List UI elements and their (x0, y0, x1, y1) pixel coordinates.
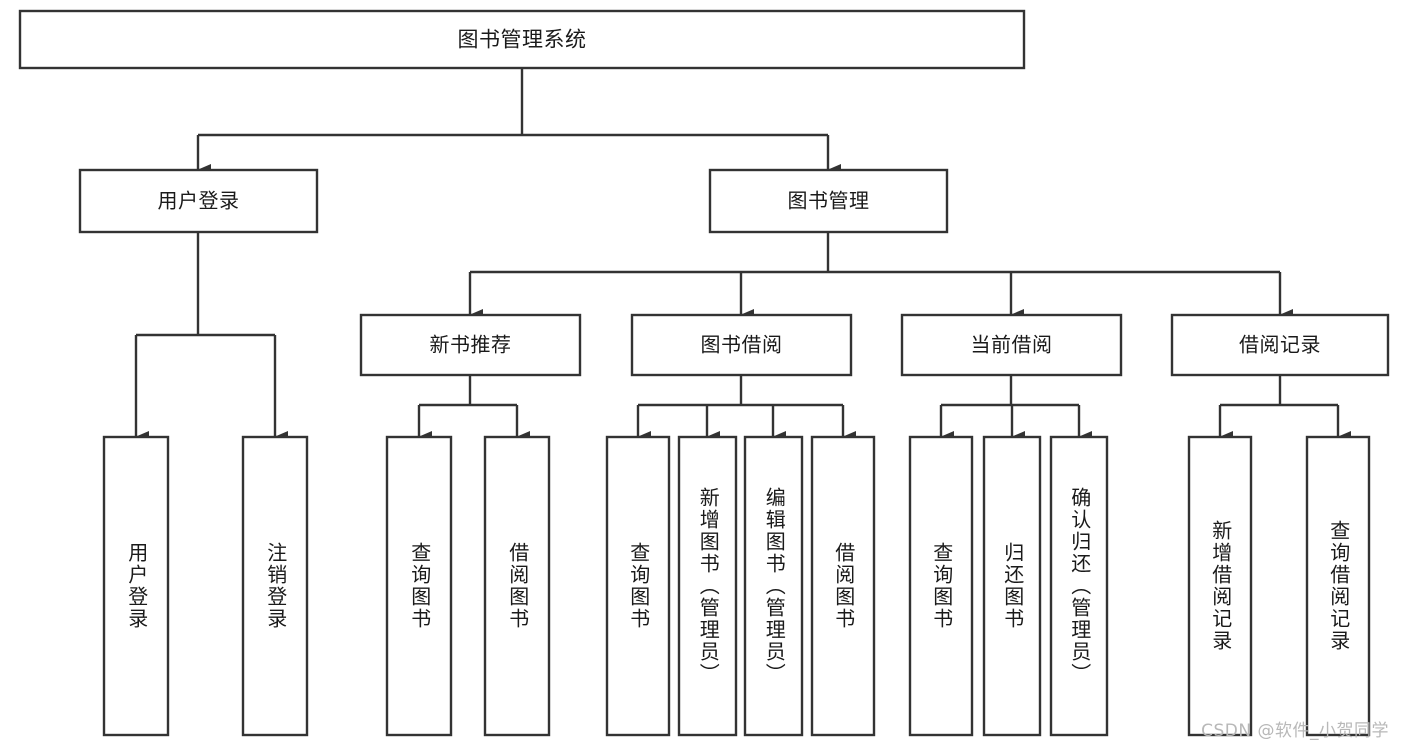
root-node-label: 图书管理系统 (458, 28, 587, 52)
leaf-node-5-box[interactable] (677, 435, 738, 737)
box-layer (18, 9, 1390, 737)
level3-node-3-box[interactable] (1170, 313, 1390, 377)
level3-node-1-box[interactable] (630, 313, 853, 377)
leaf-node-7-box[interactable] (810, 435, 876, 737)
level3-node-2-box[interactable] (900, 313, 1123, 377)
level3-node-3-label: 借阅记录 (1239, 333, 1321, 357)
level2-node-0-label: 用户登录 (158, 189, 240, 213)
connector-layer (134, 68, 1351, 443)
leaf-node-4-box[interactable] (605, 435, 671, 737)
leaf-node-10-box[interactable] (1049, 435, 1109, 737)
level3-node-0-label: 新书推荐 (430, 333, 512, 357)
level2-node-0-box[interactable] (78, 168, 319, 234)
level3-node-1-label: 图书借阅 (701, 333, 783, 357)
leaf-node-2-box[interactable] (385, 435, 453, 737)
leaf-node-11-box[interactable] (1187, 435, 1253, 737)
leaf-node-12-box[interactable] (1305, 435, 1371, 737)
leaf-node-6-box[interactable] (743, 435, 804, 737)
level3-node-2-label: 当前借阅 (971, 333, 1053, 357)
watermark: CSDN @软件_小贺同学 (1201, 721, 1389, 741)
leaf-node-9-box[interactable] (982, 435, 1042, 737)
level2-node-1-box[interactable] (708, 168, 949, 234)
level2-node-1-label: 图书管理 (788, 189, 870, 213)
leaf-node-1-box[interactable] (241, 435, 309, 737)
leaf-node-0-box[interactable] (102, 435, 170, 737)
root-node-box[interactable] (18, 9, 1026, 70)
level3-node-0-box[interactable] (359, 313, 582, 377)
leaf-node-3-box[interactable] (483, 435, 551, 737)
leaf-node-8-box[interactable] (908, 435, 974, 737)
